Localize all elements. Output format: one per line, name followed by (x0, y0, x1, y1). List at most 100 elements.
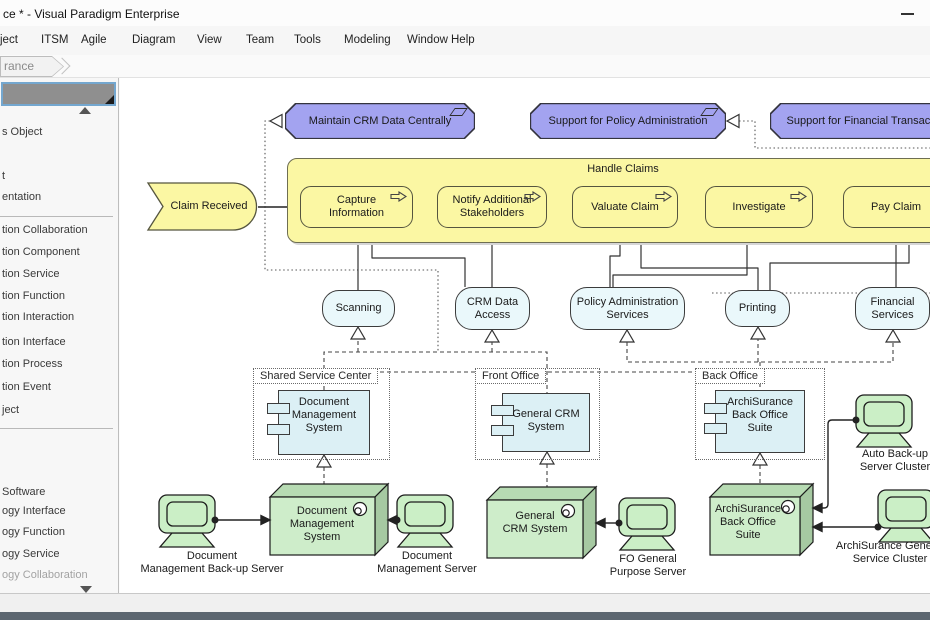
menu-itsm[interactable]: ITSM (41, 34, 69, 46)
breadcrumb-bar: rance (0, 55, 930, 78)
palette-scroll-up-icon[interactable] (79, 107, 91, 114)
palette-item-product[interactable]: t (2, 170, 6, 182)
terminal-document-management-server[interactable] (396, 494, 454, 548)
status-bar (0, 593, 930, 612)
menu-tools[interactable]: Tools (294, 34, 321, 46)
deliverable-icon (700, 108, 719, 116)
goal-support-for-policy-administration[interactable]: Support for Policy Administration (530, 103, 726, 139)
terminal-fo-general-purpose-server[interactable] (618, 497, 676, 551)
menu-agile[interactable]: Agile (81, 34, 107, 46)
palette-item-application-process[interactable]: tion Process (2, 358, 63, 370)
service-label: Financial Services (870, 295, 915, 321)
goal-maintain-crm-data-centrally[interactable]: Maintain CRM Data Centrally (285, 103, 475, 139)
terminal-archisurance-general-service-cluster[interactable] (877, 489, 930, 543)
menu-window[interactable]: Window (407, 34, 448, 46)
palette-item-technology-service[interactable]: ogy Service (2, 548, 60, 560)
node-archisurance-back-office-suite[interactable] (708, 482, 815, 557)
service-crm-data-access[interactable]: CRM Data Access (455, 287, 530, 330)
event-label: Claim Received (170, 200, 248, 212)
service-scanning[interactable]: Scanning (322, 290, 395, 327)
process-icon (390, 191, 407, 202)
palette-item-application-collaboration[interactable]: tion Collaboration (2, 224, 88, 236)
breadcrumb[interactable]: rance (0, 56, 64, 77)
component-document-management-system[interactable] (267, 390, 370, 455)
menu-team[interactable]: Team (246, 34, 275, 46)
palette-item-technology-collaboration[interactable]: ogy Collaboration (2, 569, 88, 581)
node-label: ArchiSurance Back Office Suite (714, 503, 782, 541)
group-label: Shared Service Center (253, 368, 379, 384)
component-label: Document Management System (291, 396, 357, 434)
diagram-canvas[interactable]: Maintain CRM Data Centrally Support for … (120, 78, 930, 593)
goal-label: Support for Financial Transactions (786, 115, 930, 127)
service-label: Printing (738, 302, 777, 314)
group-front-office[interactable]: Front Office (475, 368, 600, 460)
window-bottom-strip (0, 612, 930, 620)
menu-bar: ject ITSM Agile Diagram View Team Tools … (0, 26, 930, 55)
service-printing[interactable]: Printing (725, 290, 790, 327)
minimize-icon[interactable] (901, 13, 914, 15)
menu-modeling[interactable]: Modeling (344, 34, 391, 46)
group-label: Back Office (695, 368, 766, 384)
process-label: Pay Claim (870, 200, 922, 213)
component-general-crm-system[interactable] (491, 393, 590, 452)
palette-item-application-interface[interactable]: tion Interface (2, 336, 66, 348)
component-tab-icon (491, 425, 514, 436)
terminal-document-management-backup-server[interactable] (158, 494, 216, 548)
terminal-auto-backup-server-cluster[interactable] (855, 394, 913, 448)
terminal-label: ArchiSurance GeneralService Cluster (835, 540, 930, 565)
process-icon (524, 191, 541, 202)
group-back-office[interactable]: Back Office (695, 368, 825, 460)
service-policy-administration-services[interactable]: Policy Administration Services (570, 287, 685, 330)
palette-item-representation[interactable]: entation (2, 191, 42, 203)
process-capture-information[interactable]: Capture Information (300, 186, 413, 228)
component-archisurance-back-office-suite[interactable] (704, 390, 805, 453)
group-shared-service-center[interactable]: Shared Service Center (253, 368, 390, 460)
palette-item-system-software[interactable]: Software (2, 486, 46, 498)
palette-selected-tool[interactable] (1, 82, 116, 106)
process-investigate[interactable]: Investigate (705, 186, 813, 228)
menu-diagram[interactable]: Diagram (132, 34, 176, 46)
component-tab-icon (704, 423, 727, 434)
node-general-crm-system[interactable] (485, 485, 598, 560)
node-label: General CRM System (502, 510, 568, 535)
process-group-label: Handle Claims (587, 163, 659, 175)
menu-view[interactable]: View (197, 34, 222, 46)
process-label: Notify Additional Stakeholders (452, 194, 532, 219)
palette-item-technology-interface[interactable]: ogy Interface (2, 505, 66, 517)
event-claim-received[interactable] (146, 182, 258, 231)
process-pay-claim[interactable]: Pay Claim (843, 186, 930, 228)
process-label: Capture Information (328, 194, 385, 219)
component-tab-icon (704, 403, 727, 414)
title-bar: ce * - Visual Paradigm Enterprise (0, 0, 930, 26)
palette-item-application-event[interactable]: tion Event (2, 381, 51, 393)
group-label: Front Office (475, 368, 547, 384)
diagram-connectors (146, 113, 930, 560)
palette-scroll-down-icon[interactable] (80, 586, 92, 593)
component-label: ArchiSurance Back Office Suite (726, 396, 794, 434)
palette-item-application-component[interactable]: tion Component (2, 246, 80, 258)
process-label: Valuate Claim (591, 200, 659, 213)
palette-item-business-object[interactable]: s Object (2, 126, 43, 138)
palette-item-application-service[interactable]: tion Service (2, 268, 60, 280)
palette-item-data-object[interactable]: ject (2, 404, 20, 416)
menu-project[interactable]: ject (0, 34, 18, 46)
realization-arrowhead (725, 113, 740, 129)
service-financial-services[interactable]: Financial Services (855, 287, 930, 330)
palette-divider (0, 216, 113, 217)
component-tab-icon (267, 424, 290, 435)
process-valuate-claim[interactable]: Valuate Claim (572, 186, 678, 228)
palette-item-technology-function[interactable]: ogy Function (2, 526, 65, 538)
menu-help[interactable]: Help (451, 34, 475, 46)
diagram-palette: s Object t entation tion Collaboration t… (0, 78, 119, 593)
component-tab-icon (491, 405, 514, 416)
node-document-management-system[interactable] (268, 482, 390, 557)
palette-item-application-interaction[interactable]: tion Interaction (2, 311, 75, 323)
process-notify-additional-stakeholders[interactable]: Notify Additional Stakeholders (437, 186, 547, 228)
process-icon (655, 191, 672, 202)
palette-item-application-function[interactable]: tion Function (2, 290, 65, 302)
goal-support-for-financial-transactions[interactable]: Support for Financial Transactions (770, 103, 930, 139)
